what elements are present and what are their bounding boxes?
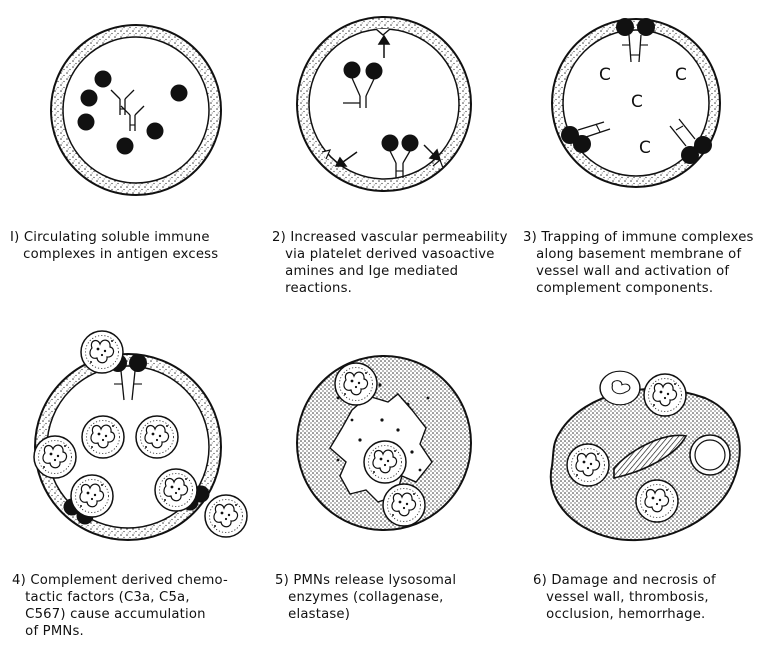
panel-5-vessel [297,356,471,530]
panel-2-vessel [297,17,471,191]
caption-panel-2: 2) Increased vascular permeability via p… [272,229,508,297]
panel-3-vessel: C C C C [552,18,720,187]
caption-panel-4: 4) Complement derived chemo- tactic fact… [12,572,228,640]
panel-1-vessel [51,25,221,195]
pmn-cell [136,416,178,458]
pmn-cell [81,331,123,373]
pmn-cell [690,435,730,475]
pmn-cell [82,416,124,458]
pmn-cell [600,371,640,405]
complement-label: C [631,92,643,112]
caption-panel-5: 5) PMNs release lysosomal enzymes (colla… [275,572,456,623]
pmn-cell [335,363,377,405]
pmn-cell [71,475,113,517]
pmn-cell [567,444,609,486]
caption-panel-6: 6) Damage and necrosis of vessel wall, t… [533,572,716,623]
pmn-cell [364,441,406,483]
pmn-cell [383,484,425,526]
caption-panel-1: I) Circulating soluble immune complexes … [10,229,218,263]
caption-panel-3: 3) Trapping of immune complexes along ba… [523,229,754,297]
pmn-cell [644,374,686,416]
pmn-cell [205,495,247,537]
pmn-cell [34,436,76,478]
pmn-cell [636,480,678,522]
pmn-cell [155,469,197,511]
complement-label: C [599,65,611,85]
panel-6-vessel [551,371,740,540]
complement-label: C [639,138,651,158]
panel-4-vessel [34,331,247,540]
complement-label: C [675,65,687,85]
